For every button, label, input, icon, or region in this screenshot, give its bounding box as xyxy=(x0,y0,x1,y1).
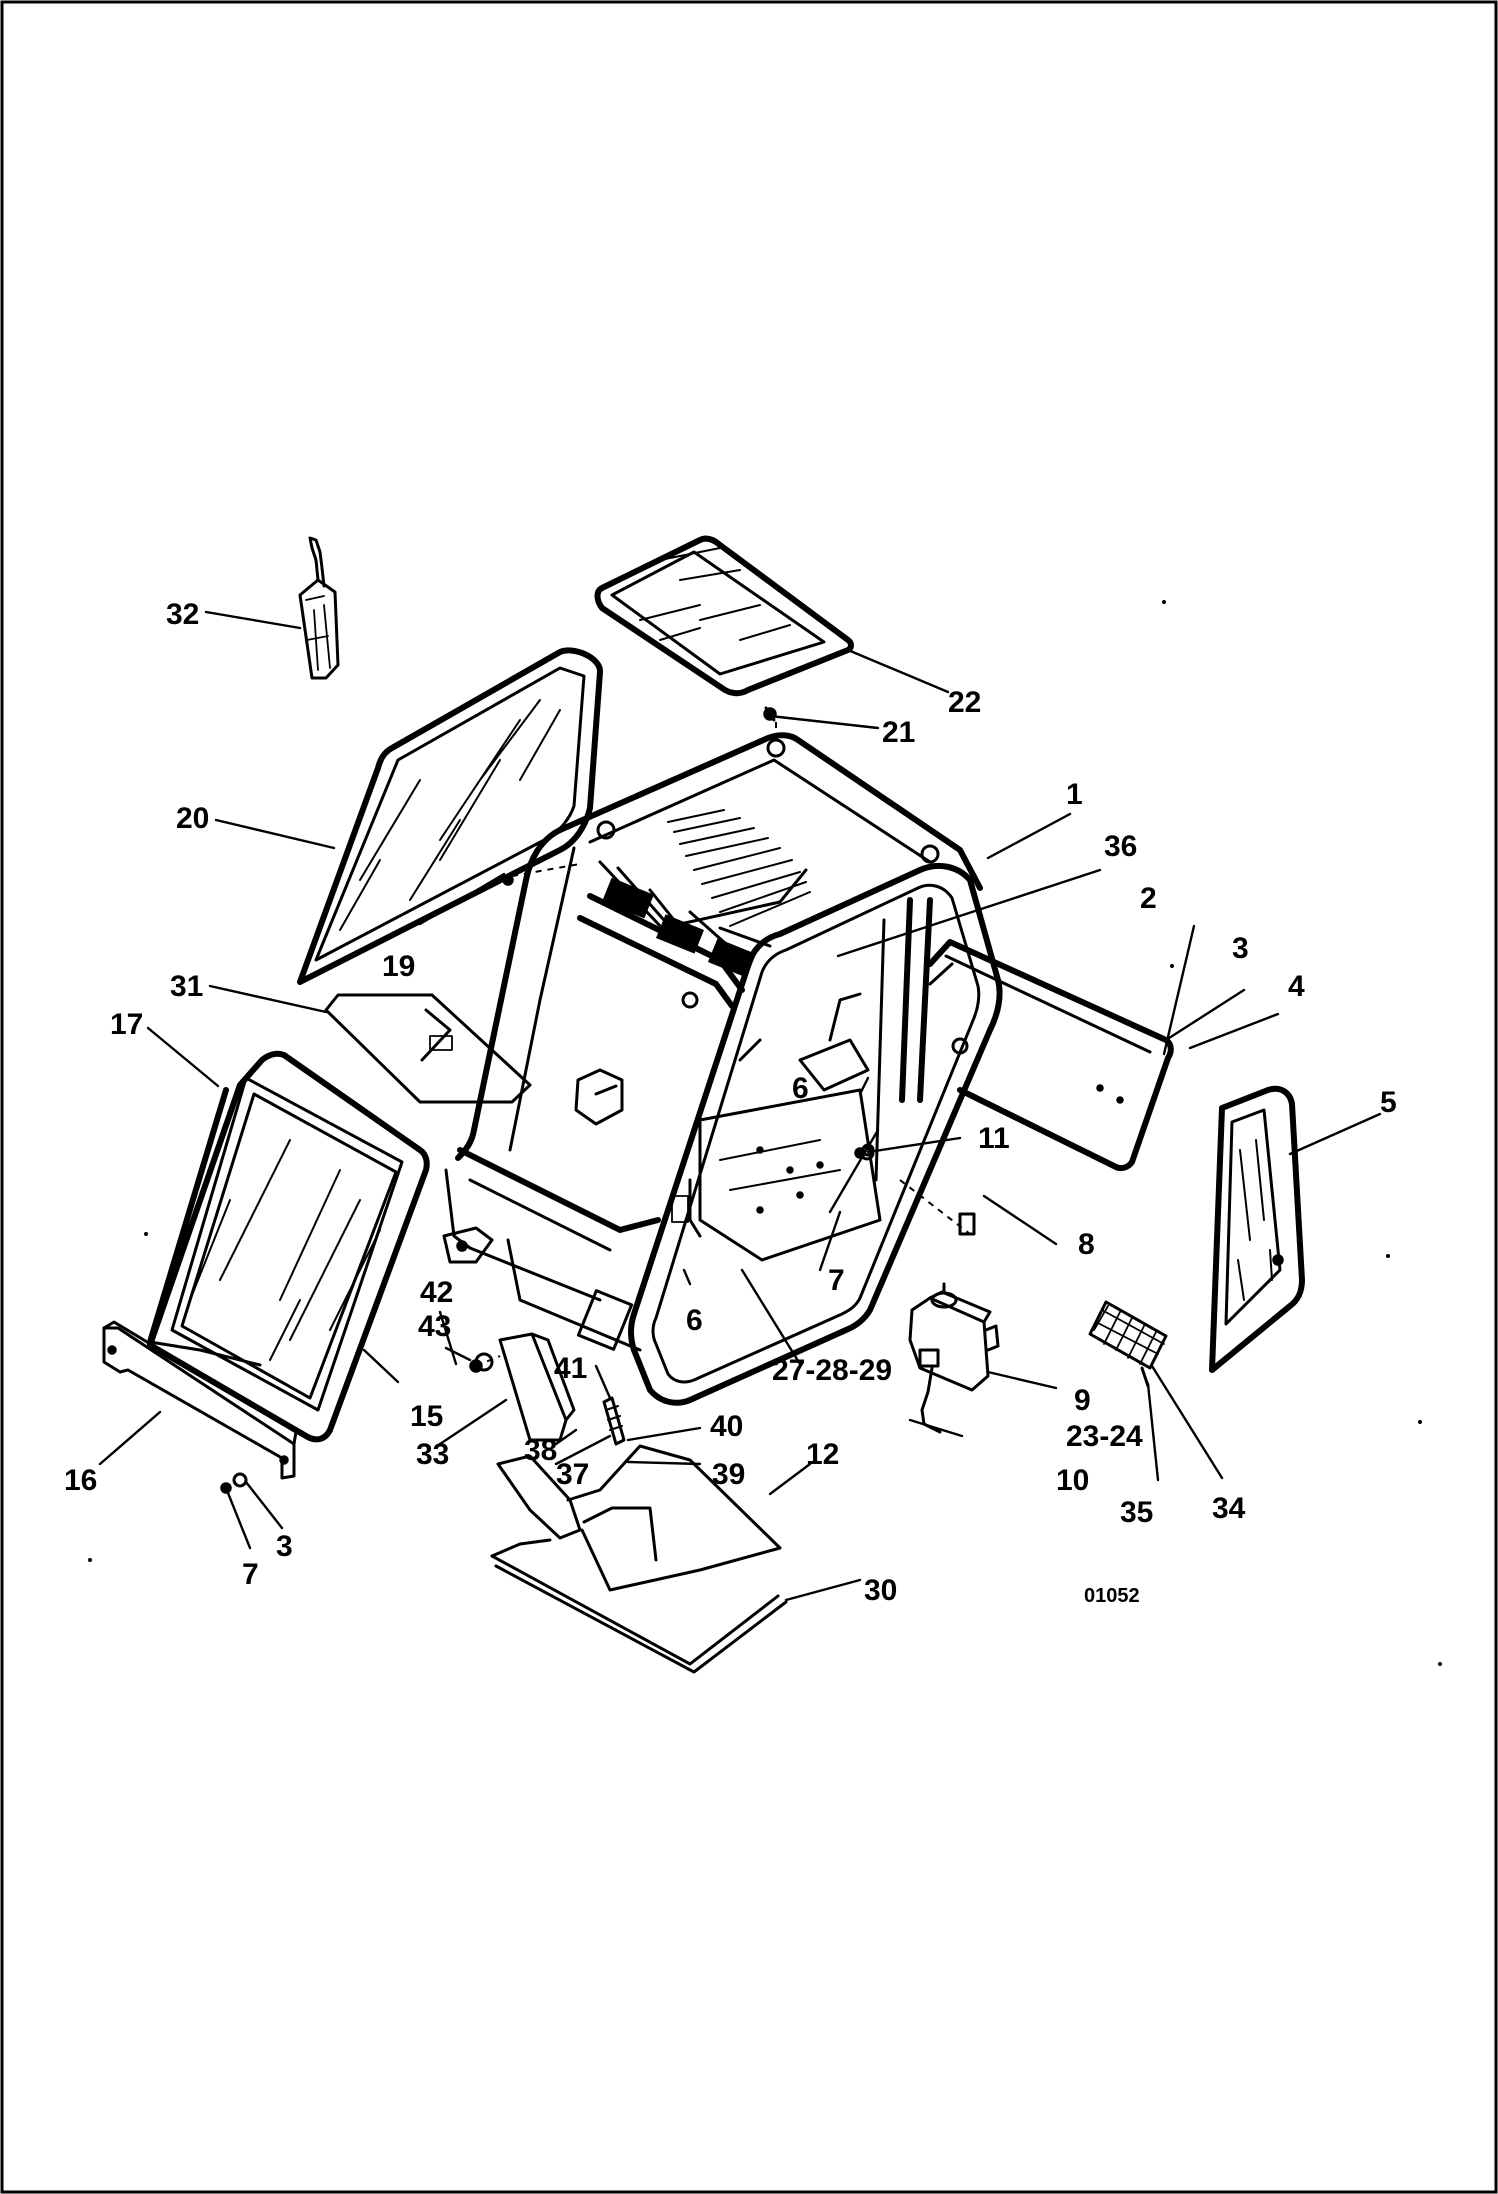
callout-16: 16 xyxy=(64,1464,97,1497)
step-plate xyxy=(498,1332,576,1442)
callout-40: 40 xyxy=(710,1410,743,1443)
assembly-lines xyxy=(475,722,971,1367)
callout-1: 1 xyxy=(1066,778,1083,811)
callout-10: 10 xyxy=(1056,1464,1089,1497)
callout-35: 35 xyxy=(1120,1496,1153,1529)
rear-panel xyxy=(927,939,1174,1172)
callout-34: 34 xyxy=(1212,1492,1246,1525)
callout-11: 11 xyxy=(978,1122,1010,1155)
callout-19: 19 xyxy=(382,950,415,983)
callout-labels: 32 22 21 20 1 36 2 19 3 4 31 17 5 6 11 8… xyxy=(64,598,1397,1607)
callout-33: 33 xyxy=(416,1438,449,1471)
leader-lines xyxy=(98,610,1382,1602)
sun-visor xyxy=(324,993,532,1104)
cargo-net xyxy=(1088,1300,1168,1388)
floor-mat xyxy=(496,1444,782,1592)
callout-20: 20 xyxy=(176,802,209,835)
callout-3-right: 3 xyxy=(1232,932,1249,965)
callout-4: 4 xyxy=(1288,970,1305,1003)
callout-12: 12 xyxy=(806,1438,839,1471)
drawing-reference-number: 01052 xyxy=(1084,1585,1140,1607)
callout-2: 2 xyxy=(1140,882,1157,915)
callout-42: 42 xyxy=(420,1276,453,1309)
callout-41: 41 xyxy=(554,1352,587,1385)
callout-23-24: 23-24 xyxy=(1066,1420,1143,1453)
callout-7-left: 7 xyxy=(242,1558,259,1591)
floor-seal xyxy=(490,1538,788,1674)
cab-frame xyxy=(442,732,1003,1406)
callout-38: 38 xyxy=(524,1434,557,1467)
callout-17: 17 xyxy=(110,1008,143,1041)
front-windscreen-frame xyxy=(147,1050,430,1443)
washer-reservoir xyxy=(908,1282,1000,1434)
callout-21: 21 xyxy=(882,716,915,749)
callout-6-lower: 6 xyxy=(686,1304,703,1337)
callout-30: 30 xyxy=(864,1574,897,1607)
left-side-glass xyxy=(297,647,603,985)
callout-39: 39 xyxy=(712,1458,745,1491)
roof-vent-slats xyxy=(598,809,811,978)
callout-32: 32 xyxy=(166,598,199,631)
callout-31: 31 xyxy=(170,970,203,1003)
roof-glass-panel xyxy=(594,535,854,697)
callout-15: 15 xyxy=(410,1400,443,1433)
callout-22: 22 xyxy=(948,686,981,719)
callout-9: 9 xyxy=(1074,1384,1091,1417)
right-side-glass xyxy=(1209,1085,1305,1373)
scan-specks xyxy=(88,600,1442,1666)
callout-37: 37 xyxy=(556,1458,589,1491)
callout-43: 43 xyxy=(418,1310,451,1343)
callout-36: 36 xyxy=(1104,830,1137,863)
callout-3-left: 3 xyxy=(276,1530,293,1563)
seal-strip xyxy=(602,1396,626,1446)
callout-27-28-29: 27-28-29 xyxy=(772,1354,892,1387)
callout-8: 8 xyxy=(1078,1228,1095,1261)
windscreen-lower-bar xyxy=(102,1320,298,1480)
callout-7-center: 7 xyxy=(828,1264,845,1297)
sealant-cartridge xyxy=(298,536,340,680)
callout-5: 5 xyxy=(1380,1086,1397,1119)
callout-6-upper: 6 xyxy=(792,1072,809,1105)
